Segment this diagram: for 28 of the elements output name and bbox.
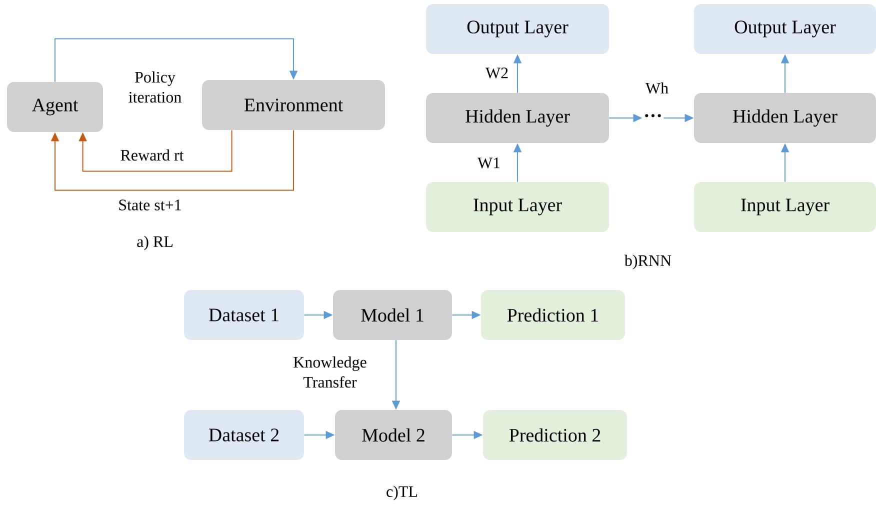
process-box: Prediction 2 bbox=[483, 410, 627, 460]
edge-label: Knowledge Transfer bbox=[294, 356, 366, 388]
process-box: Dataset 1 bbox=[184, 290, 304, 340]
process-box: Environment bbox=[202, 80, 385, 130]
layer-box: Input Layer bbox=[426, 182, 609, 232]
process-box: Agent bbox=[7, 82, 103, 132]
arrow bbox=[50, 130, 294, 191]
caption: a) RL bbox=[137, 236, 172, 250]
arrow bbox=[54, 38, 298, 82]
process-box: Model 1 bbox=[333, 290, 452, 340]
edge-label: W2 bbox=[485, 68, 508, 78]
process-box: Prediction 1 bbox=[481, 290, 625, 340]
caption: b)RNN bbox=[624, 254, 672, 270]
edge-label: Wh bbox=[645, 82, 668, 94]
arrow bbox=[78, 130, 232, 172]
caption: c)TL bbox=[386, 486, 418, 500]
layer-box: Hidden Layer bbox=[694, 93, 876, 143]
edge-label: Reward rt bbox=[120, 149, 184, 161]
layer-box: Hidden Layer bbox=[426, 93, 609, 143]
edge-label: W1 bbox=[477, 158, 500, 168]
edge-label: State st+1 bbox=[119, 200, 181, 210]
layer-box: Output Layer bbox=[426, 4, 609, 54]
edge-label: Policy iteration bbox=[128, 71, 182, 103]
layer-box: Input Layer bbox=[694, 182, 876, 232]
layer-box: Output Layer bbox=[694, 4, 876, 54]
process-box: Dataset 2 bbox=[184, 410, 304, 460]
ellipsis-text: ··· bbox=[645, 114, 661, 118]
process-box: Model 2 bbox=[335, 410, 452, 460]
